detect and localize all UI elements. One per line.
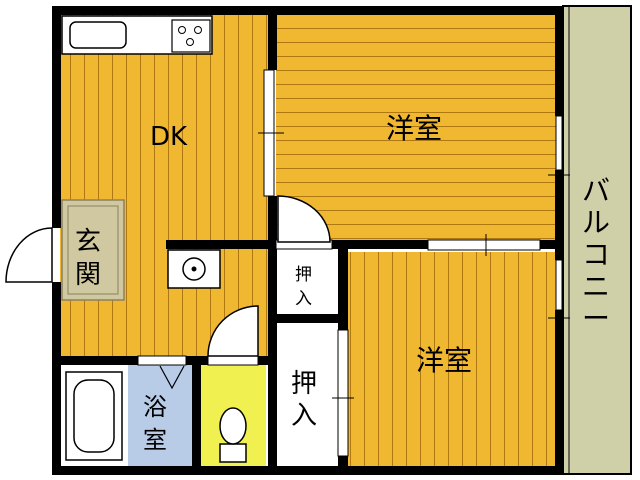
western-room-upper-floor <box>276 14 556 240</box>
western-room-lower-label: 洋室 <box>416 344 472 377</box>
entrance-label-1: 玄 <box>75 227 101 257</box>
door-swing-icon <box>5 195 331 357</box>
closet-large-label-2: 入 <box>291 401 317 431</box>
western-room-lower-floor <box>348 252 556 466</box>
walls <box>52 6 564 475</box>
dk-label: DK <box>150 122 188 152</box>
balcony-label-5: ー <box>582 302 610 335</box>
closet-small-label-2: 入 <box>295 289 312 309</box>
closet-large-floor <box>276 322 338 466</box>
toilet-icon <box>219 407 247 463</box>
entrance-label-2: 関 <box>75 260 101 290</box>
sink-icon <box>69 21 127 49</box>
stove-icon <box>171 19 211 53</box>
balcony-label-1: バ <box>582 174 610 207</box>
bath-floor <box>128 364 192 466</box>
dk-floor <box>60 14 268 356</box>
balcony-label-4: ニ <box>582 270 610 303</box>
closet-small-floor <box>276 252 338 314</box>
closet-large-label-1: 押 <box>291 369 317 399</box>
bath-label-1: 浴 <box>143 393 167 421</box>
closet-small-label-1: 押 <box>295 265 312 285</box>
washbasin-icon <box>167 249 221 289</box>
bath-drain-marker <box>159 365 185 390</box>
bath-label-2: 室 <box>143 426 167 454</box>
bathtub-icon <box>65 371 123 461</box>
balcony-label-3: コ <box>582 238 610 271</box>
kitchen-counter <box>61 15 213 55</box>
western-room-upper-label: 洋室 <box>386 112 442 145</box>
entrance <box>61 199 125 301</box>
balcony-label-2: ル <box>582 206 610 239</box>
